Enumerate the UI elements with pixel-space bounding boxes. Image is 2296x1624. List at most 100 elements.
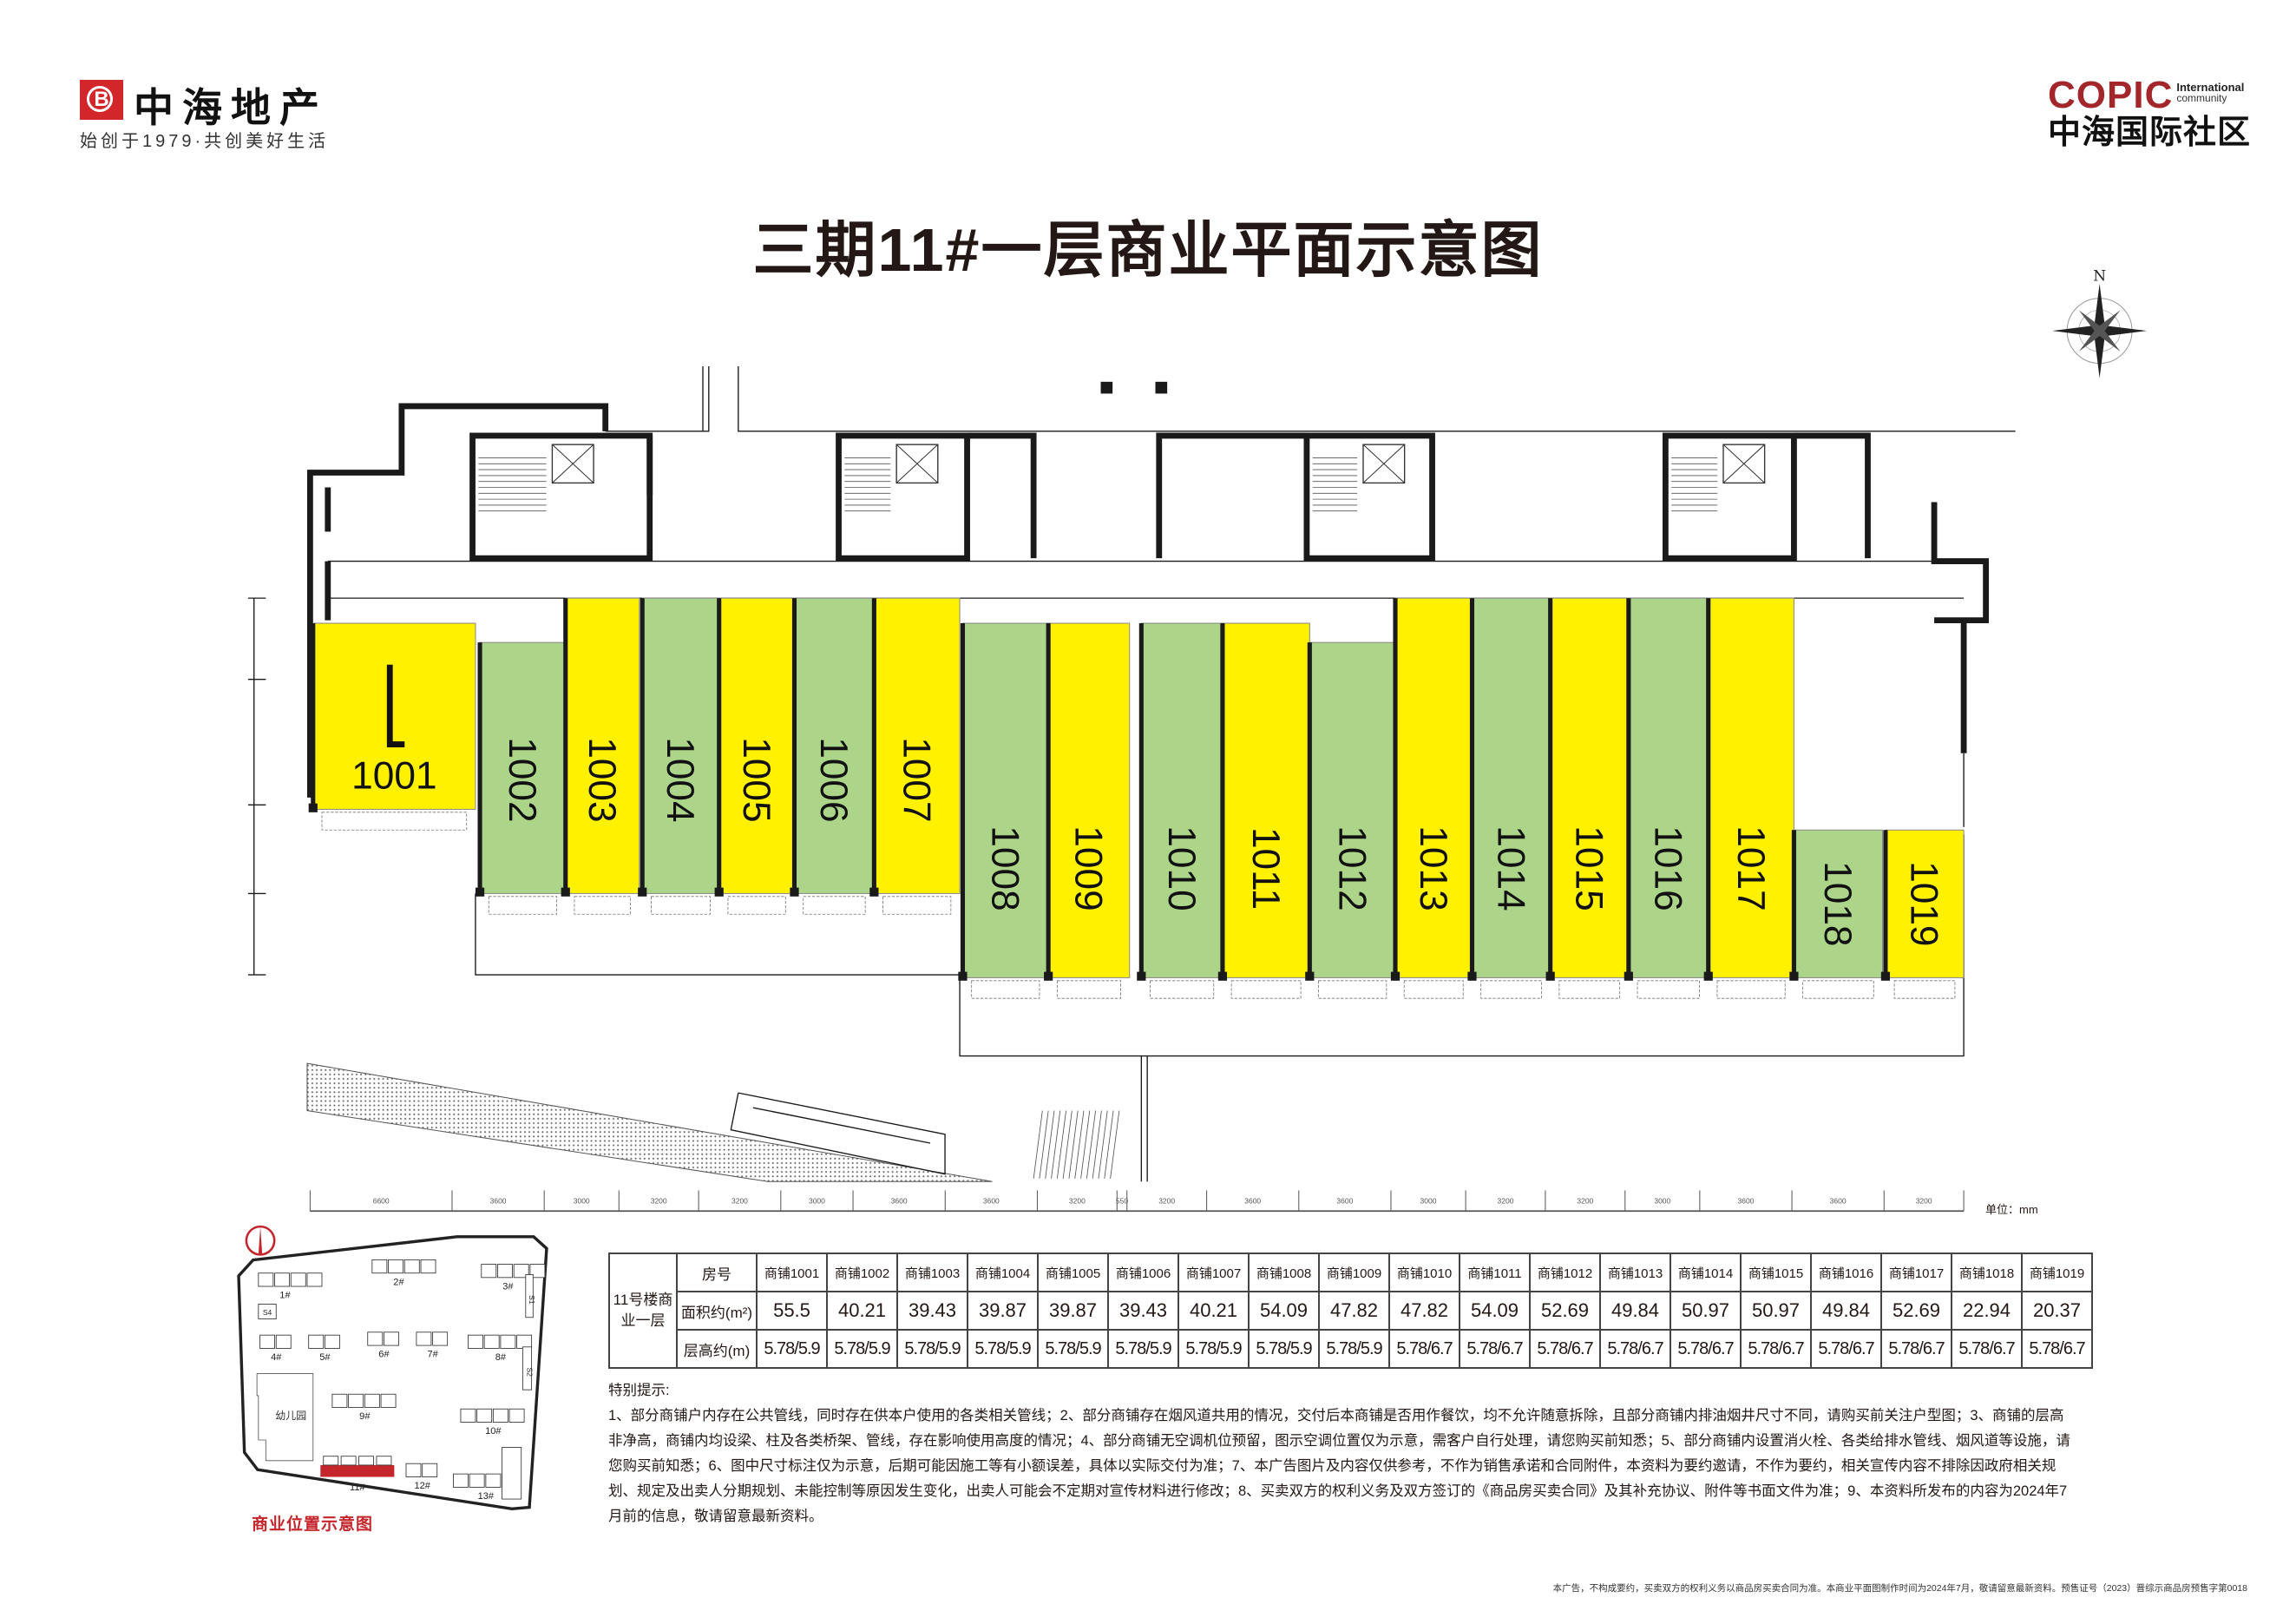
table-cell-room: 商铺1002 [826,1253,898,1292]
wall [1156,432,1307,559]
shop-unit-1001[interactable]: 1001 [308,622,476,831]
building-icon [492,1408,508,1423]
building-icon [432,1331,449,1346]
facility-box [522,1346,533,1391]
shop-unit-1014[interactable]: 1014 [1467,597,1551,999]
door-icon [1403,980,1464,999]
building-walls [247,365,2016,1182]
door-icon [651,896,711,915]
table-cell-height: 5.78/5.9 [1037,1329,1109,1369]
stair-core [836,432,970,562]
shop-unit-1003[interactable]: 1003 [561,597,640,915]
dimension-label: 3000 [1420,1197,1437,1206]
building-icon [331,1393,348,1408]
shop-unit-1005[interactable]: 1005 [714,597,795,915]
building-icon [403,1259,420,1274]
shop-unit-1018[interactable]: 1018 [1789,829,1884,999]
building-icon [513,1264,529,1279]
building-label: 10# [485,1426,502,1437]
dimension-label: 3600 [490,1197,507,1206]
door-icon [1056,980,1121,999]
door-icon [1637,980,1700,999]
door-icon [727,896,786,915]
shop-unit-1012[interactable]: 1012 [1305,641,1396,999]
table-cell-area: 39.87 [1037,1291,1109,1331]
door-icon [574,896,632,915]
shop-unit-1015[interactable]: 1015 [1545,597,1630,999]
table-cell-height: 5.78/6.7 [1599,1329,1671,1369]
building-icon [324,1334,340,1349]
table-cell-room: 商铺1008 [1248,1253,1320,1292]
dimension-label: 3200 [1577,1197,1593,1206]
table-cell-area: 50.97 [1670,1291,1742,1331]
table-cell-height: 5.78/6.7 [1388,1329,1460,1369]
table-cell-room: 商铺1019 [2021,1253,2093,1292]
shop-unit-1010[interactable]: 1010 [1137,622,1223,999]
shop-area [1885,829,1965,978]
dimension-label: 3600 [1336,1197,1353,1206]
building-icon [529,1264,546,1279]
table-cell-area: 54.09 [1248,1291,1320,1331]
stair-core [1303,432,1435,562]
door-icon [1893,980,1956,999]
door-icon [803,896,866,915]
table-group-label: 11号楼商业一层 [608,1253,678,1369]
shop-number-label: 1009 [1067,825,1110,911]
shop-unit-1011[interactable]: 1011 [1217,622,1310,999]
dimension-label: 3600 [1738,1197,1755,1206]
shop-unit-1002[interactable]: 1002 [475,641,567,915]
row-label-area: 面积约(m²) [676,1291,758,1331]
table-cell-area: 22.94 [1951,1291,2023,1331]
table-cell-area: 40.21 [1178,1291,1250,1331]
building-icon [348,1393,364,1408]
building-label: 3# [502,1281,514,1292]
shop-unit-1006[interactable]: 1006 [790,597,875,915]
dimension-label: 550 [1116,1197,1128,1206]
building-icon [460,1408,476,1423]
building-icon [500,1334,516,1349]
building-icon [380,1393,397,1408]
building-icon [468,1334,483,1349]
shop-unit-1013[interactable]: 1013 [1390,597,1473,999]
dimension-label: 3200 [1069,1197,1086,1206]
shop-unit-1019[interactable]: 1019 [1880,829,1965,999]
dimension-label: 3000 [574,1197,590,1206]
building-icon [508,1408,525,1423]
wall [730,1092,946,1175]
table-cell-room: 商铺1007 [1178,1253,1250,1292]
table-cell-area: 39.43 [896,1291,968,1331]
shop-number-label: 1007 [895,737,937,822]
table-cell-height: 5.78/6.7 [2021,1329,2093,1369]
dimension-label: 3200 [1498,1197,1514,1206]
table-cell-height: 5.78/6.7 [1529,1329,1601,1369]
shop-unit-1007[interactable]: 1007 [869,597,961,915]
shop-unit-1009[interactable]: 1009 [1044,622,1131,999]
table-cell-room: 商铺1005 [1037,1253,1109,1292]
building-icon [420,1259,436,1274]
door-icon [1558,980,1621,999]
wall [1794,432,1871,559]
shop-area [565,597,640,894]
facility-label: S2 [526,1368,535,1377]
shop-unit-1017[interactable]: 1017 [1703,597,1794,999]
dimension-label: 3600 [1830,1197,1847,1206]
facility-label: S4 [263,1308,272,1317]
row-label-room: 房号 [676,1253,758,1292]
door-icon [1480,980,1542,999]
wall [738,365,2016,432]
stair-core [1662,432,1797,562]
elevator-icon [1722,444,1766,484]
door-icon [882,896,952,915]
shop-area [1550,597,1630,978]
shop-number-label: 1011 [1244,827,1287,910]
table-cell-room: 商铺1013 [1599,1253,1671,1292]
shop-unit-1016[interactable]: 1016 [1624,597,1709,999]
shop-unit-1008[interactable]: 1008 [958,622,1049,999]
table-cell-room: 商铺1010 [1388,1253,1460,1292]
shop-unit-1004[interactable]: 1004 [638,597,720,915]
